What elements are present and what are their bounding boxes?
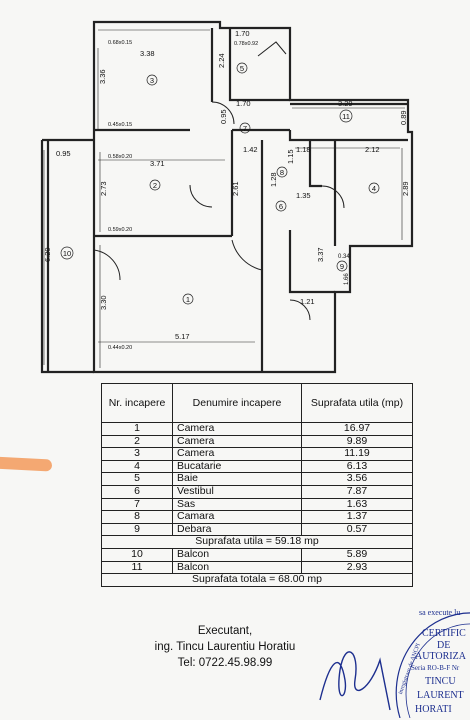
dim-label: 3.37 — [316, 247, 325, 262]
dim-label: 0.68x0.15 — [108, 40, 132, 46]
dim-label: 0.44x0.20 — [108, 345, 132, 351]
dim-label: 1.66 — [344, 273, 350, 285]
dim-label: 0.78x0.92 — [234, 41, 258, 47]
dim-label: 1.15 — [286, 149, 295, 164]
room-number: 2 — [153, 181, 157, 190]
executant-phone: Tel: 0722.45.98.99 — [177, 657, 273, 669]
dim-label: 0.95 — [219, 109, 228, 124]
header-name: Denumire incapere — [172, 383, 302, 423]
dim-label: 2.73 — [99, 181, 108, 196]
dim-label: 1.42 — [243, 145, 258, 154]
room-number: 11 — [342, 112, 350, 121]
dim-label: 1.28 — [269, 172, 278, 187]
dim-label: 5.17 — [175, 332, 190, 341]
executant-block: Executant, ing. Tincu Laurentiu Horatiu … — [120, 623, 330, 671]
certification-stamp: sa execute lu inregistrare de ANCPI CERT… — [395, 608, 470, 718]
dim-label: 3.38 — [140, 49, 155, 58]
dim-label: 0.34 — [338, 254, 350, 260]
room-number: 4 — [372, 184, 376, 193]
subtotal-row: Suprafata utila = 59.18 mp — [101, 535, 413, 549]
header-area: Suprafata utila (mp) — [301, 383, 413, 423]
room-number: 10 — [63, 249, 71, 258]
dim-label: 6.20 — [43, 247, 52, 262]
room-number: 3 — [150, 76, 154, 85]
room-number: 6 — [279, 202, 283, 211]
dim-label: 3.30 — [99, 295, 108, 310]
dim-label: 0.95 — [56, 149, 71, 158]
dim-label: 0.58x0.20 — [108, 154, 132, 160]
dim-label: 3.71 — [150, 159, 165, 168]
highlighter-mark — [0, 456, 53, 472]
dim-label: 3.36 — [98, 69, 107, 84]
dim-label: 2.89 — [401, 181, 410, 196]
dim-label: 1.35 — [296, 191, 311, 200]
room-number: 9 — [340, 262, 344, 271]
dim-label: 1.18 — [296, 145, 311, 154]
executant-name: ing. Tincu Laurentiu Horatiu — [154, 641, 296, 653]
dim-label: 2.24 — [217, 53, 226, 68]
header-nr: Nr. incapere — [101, 383, 173, 423]
dim-label: 2.12 — [365, 145, 380, 154]
dim-label: 3.29 — [338, 99, 353, 108]
room-number: 5 — [240, 64, 244, 73]
room-number: 8 — [280, 168, 284, 177]
dim-label: 2.61 — [231, 181, 240, 196]
dim-label: 1.70 — [236, 99, 251, 108]
dim-label: 1.21 — [300, 297, 315, 306]
room-number: 1 — [186, 295, 190, 304]
dim-label: 1.70 — [235, 29, 250, 38]
room-number: 7 — [243, 124, 247, 133]
dim-label: 0.89 — [399, 110, 408, 125]
rooms-table: Nr. incapere Denumire incapere Suprafata… — [101, 383, 413, 587]
executant-title: Executant, — [197, 625, 253, 637]
dim-label: 0.59x0.20 — [108, 227, 132, 233]
signature — [319, 651, 391, 711]
floor-plan: 1.70 3.38 0.68x0.15 0.78x0.92 2.24 3.36 … — [40, 20, 414, 374]
dim-label: 0.45x0.15 — [108, 122, 132, 128]
total-row: Suprafata totala = 68.00 mp — [101, 573, 413, 587]
